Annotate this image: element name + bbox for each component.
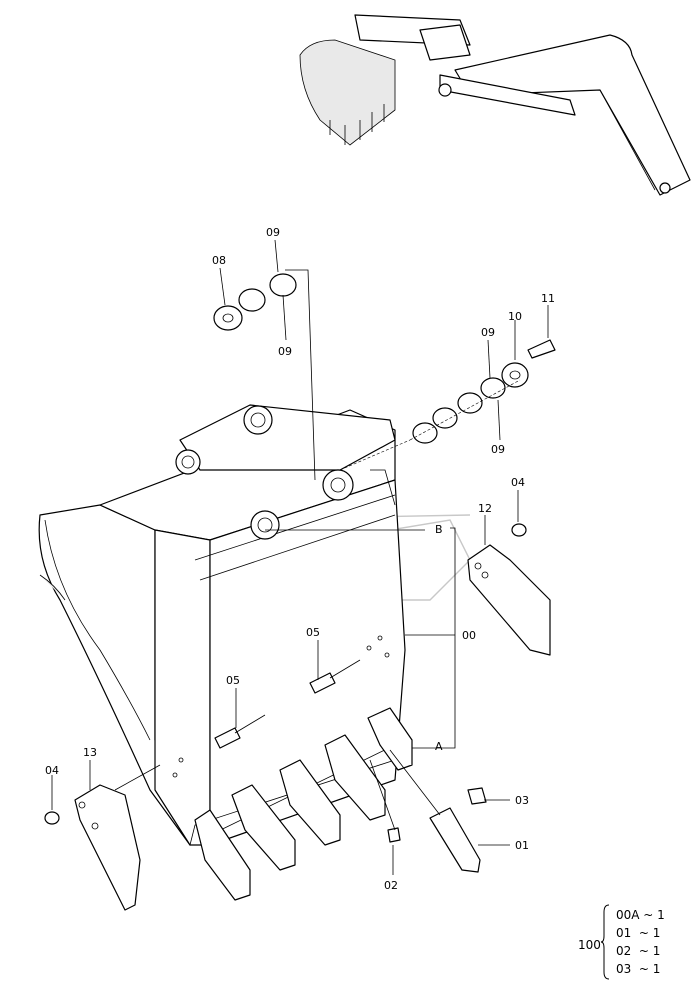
label-01: 01	[515, 839, 529, 852]
bucket-teeth	[194, 707, 487, 901]
label-04: 04	[511, 476, 525, 489]
label-09: 09	[491, 443, 505, 456]
label-12: 12	[478, 502, 492, 515]
quantity-row: 02 ~ 1	[616, 944, 661, 958]
label-13: 13	[83, 746, 97, 759]
label-02: 02	[384, 879, 398, 892]
label-ref-b: B	[435, 523, 443, 536]
brace-icon	[600, 904, 610, 980]
label-10: 10	[508, 310, 522, 323]
quantity-row: 03 ~ 1	[616, 962, 661, 976]
label-03: 03	[515, 794, 529, 807]
quantity-row: 01 ~ 1	[616, 926, 661, 940]
label-05: 05	[226, 674, 240, 687]
hardware-parts	[44, 273, 556, 825]
quantity-row: 00A ~ 1	[616, 908, 665, 922]
label-04: 04	[45, 764, 59, 777]
label-09: 09	[481, 326, 495, 339]
label-05: 05	[306, 626, 320, 639]
label-11: 11	[541, 292, 555, 305]
label-00: 00	[462, 629, 476, 642]
excavator-arm-thumbnail	[299, 14, 691, 196]
assembly-number: 100	[578, 938, 601, 952]
leader-lines	[51, 239, 549, 875]
label-09: 09	[278, 345, 292, 358]
label-ref-a: A	[435, 740, 443, 753]
label-08: 08	[212, 254, 226, 267]
label-09: 09	[266, 226, 280, 239]
quantity-list: 00A ~ 1 01 ~ 1 02 ~ 1 03 ~ 1	[616, 906, 665, 978]
part-labels: 08 09 09 09 09 10 11 04 12 B 05 00 05 A …	[45, 226, 555, 892]
side-cutters	[74, 544, 551, 911]
